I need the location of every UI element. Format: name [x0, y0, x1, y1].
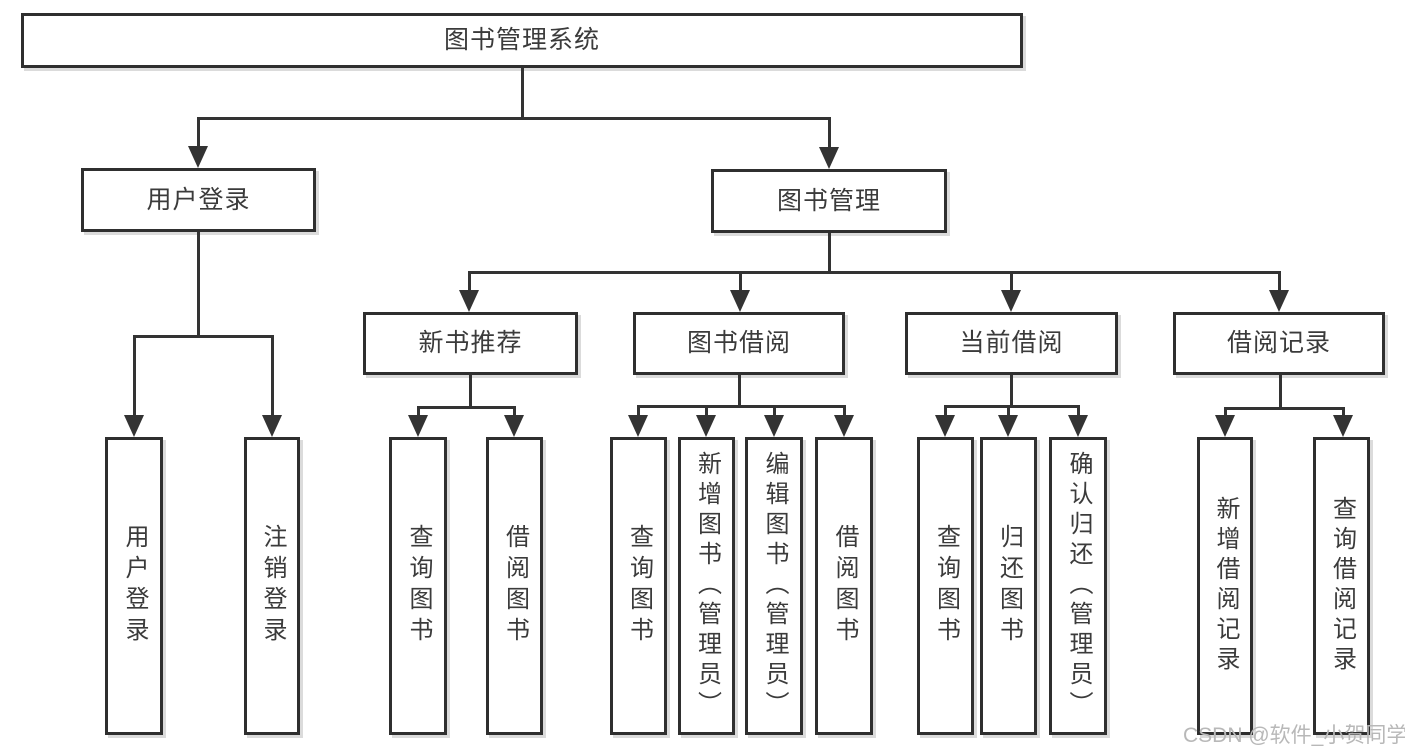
connector-line: [1006, 406, 1010, 419]
node-label: 借阅图书: [501, 524, 529, 648]
leaf-confirm-return-admin: 确认归还（管理员）: [1049, 437, 1107, 735]
connector-line: [1009, 375, 1013, 406]
leaf-user-login: 用户登录: [105, 437, 163, 735]
arrow-down-icon: [408, 415, 428, 437]
connector-line: [636, 406, 640, 419]
connector-line: [132, 334, 274, 338]
connector-line: [943, 404, 1080, 408]
leaf-query-books-borrowing: 查询图书: [610, 437, 667, 735]
connector-line: [468, 375, 472, 407]
arrow-down-icon: [1333, 415, 1353, 437]
leaf-add-books-admin: 新增图书（管理员）: [678, 437, 735, 735]
arrow-down-icon: [1068, 415, 1088, 437]
connector-line: [1277, 272, 1281, 294]
connector-line: [416, 407, 420, 419]
connector-line: [512, 407, 516, 419]
arrow-down-icon: [124, 415, 144, 437]
node-label: 查询借阅记录: [1328, 496, 1356, 676]
node-label: 借阅记录: [1226, 329, 1331, 357]
node-label: 归还图书: [995, 524, 1023, 648]
node-current-borrowing: 当前借阅: [905, 312, 1118, 375]
arrow-down-icon: [188, 146, 208, 168]
node-label: 注销登录: [259, 524, 286, 648]
arrow-down-icon: [730, 290, 750, 312]
node-label: 借阅图书: [831, 524, 858, 648]
arrow-down-icon: [834, 415, 854, 437]
node-label: 确认归还（管理员）: [1065, 451, 1092, 721]
node-label: 查询图书: [405, 524, 432, 648]
node-new-book-recommend: 新书推荐: [363, 312, 578, 375]
arrow-down-icon: [1215, 415, 1235, 437]
node-label: 图书管理: [776, 186, 881, 215]
arrow-down-icon: [628, 415, 648, 437]
leaf-query-borrow-record: 查询借阅记录: [1313, 437, 1370, 735]
node-label: 查询图书: [625, 524, 653, 648]
node-label: 新增借阅记录: [1212, 496, 1239, 676]
connector-line: [738, 272, 742, 294]
node-label: 新书推荐: [418, 329, 523, 357]
leaf-borrow-books: 借阅图书: [815, 437, 873, 735]
arrow-down-icon: [764, 415, 784, 437]
leaf-borrow-books-recommend: 借阅图书: [486, 437, 543, 735]
node-label: 当前借阅: [959, 329, 1064, 357]
connector-line: [737, 375, 741, 406]
node-label: 图书借阅: [686, 329, 791, 357]
connector-line: [842, 406, 846, 419]
arrow-down-icon: [935, 415, 955, 437]
connector-line: [270, 336, 274, 419]
node-borrow-records: 借阅记录: [1173, 312, 1385, 375]
connector-line: [467, 270, 1281, 274]
node-label: 用户登录: [121, 524, 148, 648]
node-book-management: 图书管理: [711, 169, 947, 233]
csdn-watermark: CSDN @软件_小贺同学: [1183, 724, 1405, 747]
node-book-borrowing: 图书借阅: [633, 312, 845, 375]
connector-line: [132, 336, 136, 419]
connector-line: [1341, 408, 1345, 419]
connector-line: [772, 406, 776, 419]
connector-line: [1009, 272, 1013, 294]
connector-line: [416, 405, 516, 409]
leaf-add-borrow-record: 新增借阅记录: [1197, 437, 1253, 735]
arrow-down-icon: [819, 147, 839, 169]
node-label: 新增图书（管理员）: [693, 451, 721, 721]
node-library-system: 图书管理系统: [21, 13, 1023, 68]
node-label: 查询图书: [932, 524, 960, 648]
arrow-down-icon: [998, 415, 1018, 437]
node-label: 图书管理系统: [443, 26, 600, 54]
arrow-down-icon: [1001, 290, 1021, 312]
connector-line: [196, 116, 831, 120]
connector-line: [196, 232, 200, 336]
connector-line: [827, 233, 831, 272]
connector-line: [520, 68, 524, 118]
connector-line: [196, 118, 200, 150]
leaf-query-books-current: 查询图书: [917, 437, 974, 735]
connector-line: [704, 406, 708, 419]
connector-line: [827, 118, 831, 151]
connector-line: [1278, 375, 1282, 408]
leaf-query-books-recommend: 查询图书: [389, 437, 447, 735]
leaf-return-books: 归还图书: [980, 437, 1037, 735]
arrow-down-icon: [1269, 290, 1289, 312]
connector-line: [636, 404, 846, 408]
arrow-down-icon: [696, 415, 716, 437]
node-label: 用户登录: [146, 185, 251, 214]
leaf-logout: 注销登录: [244, 437, 300, 735]
connector-line: [1223, 408, 1227, 419]
node-user-login: 用户登录: [81, 168, 316, 232]
connector-line: [1076, 406, 1080, 419]
connector-line: [1223, 406, 1345, 410]
arrow-down-icon: [262, 415, 282, 437]
arrow-down-icon: [504, 415, 524, 437]
arrow-down-icon: [459, 290, 479, 312]
leaf-edit-books-admin: 编辑图书（管理员）: [745, 437, 803, 735]
node-label: 编辑图书（管理员）: [761, 451, 788, 721]
connector-line: [943, 406, 947, 419]
connector-line: [467, 272, 471, 294]
